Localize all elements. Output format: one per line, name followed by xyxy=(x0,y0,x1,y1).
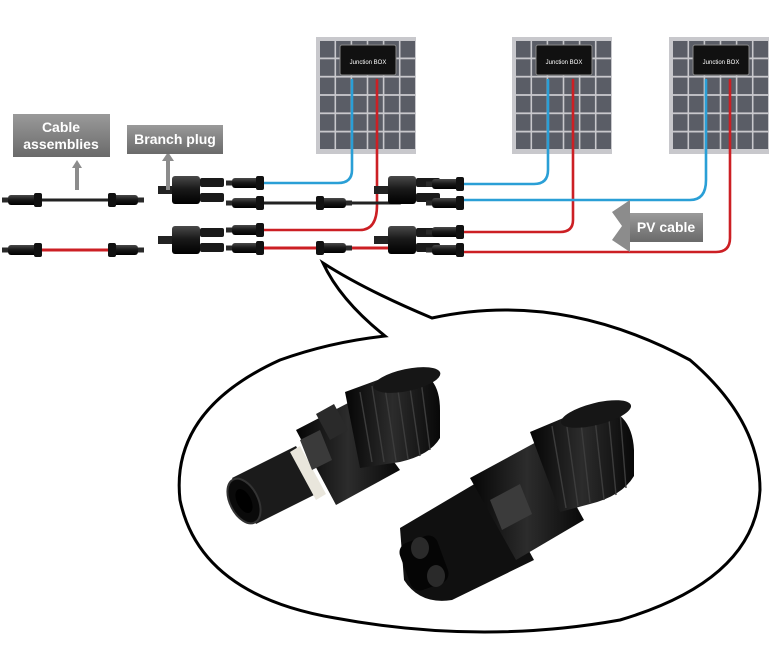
pv-cable-label: PV cable xyxy=(612,200,703,252)
junction-box-label: Junction BOX xyxy=(546,60,583,66)
connector-row xyxy=(2,176,464,257)
solar-panel-1: Junction BOX xyxy=(316,37,416,154)
pv-connector xyxy=(226,241,264,255)
junction-box: Junction BOX xyxy=(692,44,750,76)
solar-panels: Junction BOX Junction BOX Junction BOX xyxy=(316,37,769,154)
cable-assembly-connector xyxy=(108,243,144,257)
panel-1-negative-wire xyxy=(260,78,354,185)
junction-box: Junction BOX xyxy=(535,44,593,76)
pv-cable-text: PV cable xyxy=(637,219,696,235)
pv-connector xyxy=(226,176,264,190)
cable-assembly-connector xyxy=(108,193,144,207)
zoom-callout-bubble xyxy=(177,258,762,634)
panel-2-positive-wire xyxy=(460,78,575,234)
branch-plug-label: Branch plug xyxy=(127,125,223,190)
panel-3-negative-wire xyxy=(460,78,708,202)
female-connector-closeup xyxy=(399,400,634,601)
cable-assembly-connector xyxy=(2,243,42,257)
branch-plug xyxy=(374,176,440,204)
male-connector-closeup xyxy=(226,367,441,525)
pv-connector xyxy=(426,225,464,239)
chevron-left-icon xyxy=(612,200,630,252)
junction-box-label: Junction BOX xyxy=(350,60,387,66)
solar-panel-2: Junction BOX xyxy=(512,37,612,154)
branch-plug-text: Branch plug xyxy=(134,131,216,147)
pv-connector xyxy=(226,223,264,237)
junction-box: Junction BOX xyxy=(339,44,397,76)
pv-connector xyxy=(426,177,464,191)
solar-panel-3: Junction BOX xyxy=(669,37,769,154)
up-arrow-icon xyxy=(72,160,82,190)
wiring xyxy=(38,78,732,254)
branch-plug xyxy=(158,176,224,204)
cable-assemblies-text-line2: assemblies xyxy=(23,136,99,152)
cable-assembly-connector xyxy=(2,193,42,207)
branch-plug xyxy=(158,226,224,254)
pv-connector xyxy=(426,196,464,210)
panel-3-positive-wire xyxy=(460,78,732,254)
cable-assemblies-text-line1: Cable xyxy=(42,119,80,135)
pv-connector xyxy=(316,241,352,255)
pv-connector xyxy=(226,196,264,210)
panel-1-positive-wire xyxy=(260,78,379,232)
cable-assemblies-label: Cable assemblies xyxy=(13,114,110,190)
panel-2-negative-wire xyxy=(460,78,550,186)
pv-connector xyxy=(316,196,352,210)
pv-connector xyxy=(426,243,464,257)
junction-box-label: Junction BOX xyxy=(703,60,740,66)
